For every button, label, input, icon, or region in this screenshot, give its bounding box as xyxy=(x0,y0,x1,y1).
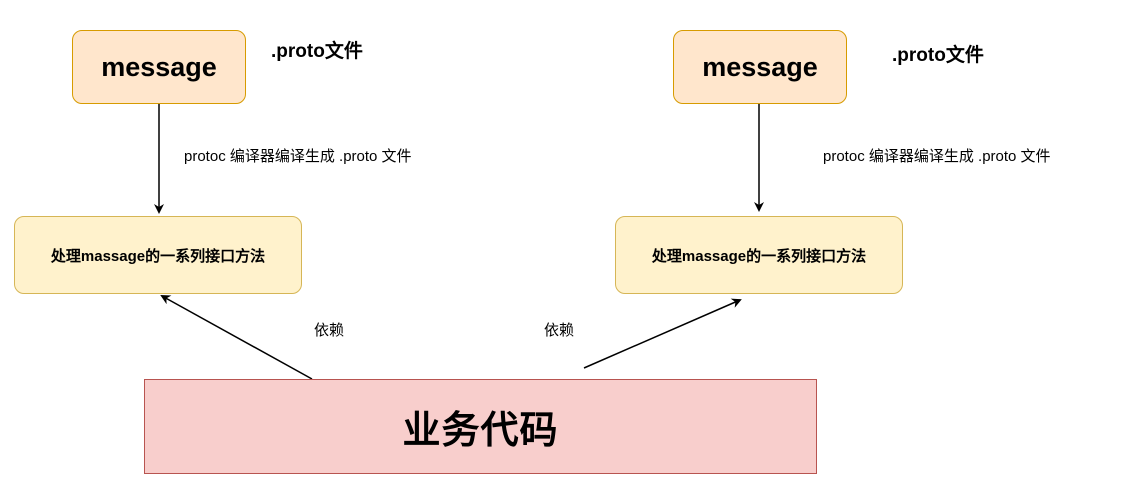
left-interface-node: 处理massage的一系列接口方法 xyxy=(14,216,302,294)
business-code-node: 业务代码 xyxy=(144,379,817,474)
right-dependency-label: 依赖 xyxy=(544,322,575,339)
left-message-node: message xyxy=(72,30,246,104)
left-proto-file-label: .proto文件 xyxy=(271,41,363,62)
left-compile-label: protoc 编译器编译生成 .proto 文件 xyxy=(184,148,412,165)
right-interface-node: 处理massage的一系列接口方法 xyxy=(615,216,903,294)
right-dependency-arrow xyxy=(583,298,742,369)
right-compile-label: protoc 编译器编译生成 .proto 文件 xyxy=(823,148,1051,165)
right-proto-file-label: .proto文件 xyxy=(892,45,984,66)
left-dependency-arrow xyxy=(160,295,313,380)
right-message-node: message xyxy=(673,30,847,104)
left-dependency-label: 依赖 xyxy=(314,322,345,339)
